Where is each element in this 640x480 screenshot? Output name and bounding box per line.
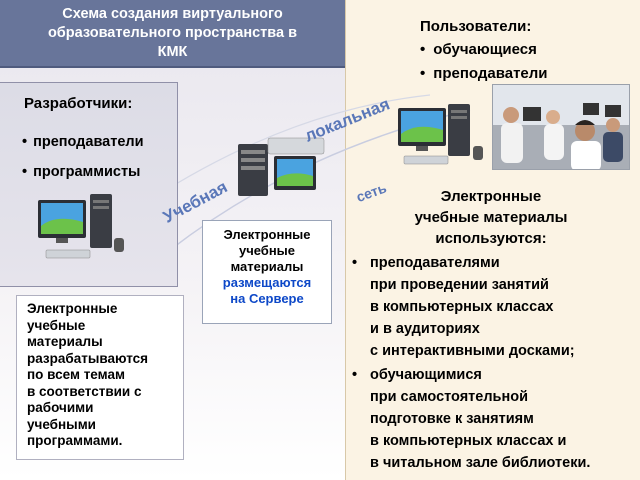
uses-title-line: используются: xyxy=(435,230,547,247)
classroom-photo xyxy=(492,84,630,170)
uses-item-line: в компьютерных классах xyxy=(370,299,554,315)
uses-list: преподавателями при проведении занятий в… xyxy=(352,252,637,476)
user-item: преподаватели xyxy=(420,62,547,86)
uses-title: Электронные учебные материалы используют… xyxy=(350,186,632,249)
server-icon xyxy=(238,137,325,196)
uses-title-line: учебные материалы xyxy=(414,209,568,226)
uses-item-line: при проведении занятий xyxy=(370,277,549,293)
develop-note: Электронные учебные материалы разрабатыв… xyxy=(16,295,184,460)
server-note-line: Электронные xyxy=(223,227,311,242)
server-note-line: учебные xyxy=(238,243,296,258)
uses-title-line: Электронные xyxy=(440,188,542,205)
uses-item-line: в читальном зале библиотеки. xyxy=(370,455,591,471)
uses-item-line: подготовке к занятиям xyxy=(370,411,534,427)
develop-note-line: по всем темам xyxy=(27,367,125,382)
server-note-highlight: на Сервере xyxy=(230,291,304,306)
uses-item-line: обучающимися xyxy=(370,367,482,383)
users-title: Пользователи: xyxy=(420,18,532,35)
desktop-computer-icon xyxy=(38,194,124,259)
desktop-computer-icon xyxy=(398,104,483,165)
page-title: Схема создания виртуального образователь… xyxy=(0,0,345,68)
user-item: обучающиеся xyxy=(420,38,548,62)
uses-item-line: в компьютерных классах и xyxy=(370,433,567,449)
uses-item-line: при самостоятельной xyxy=(370,389,528,405)
develop-note-line: программами. xyxy=(27,433,123,448)
develop-note-line: рабочими xyxy=(27,400,94,415)
title-line-3: КМК xyxy=(157,44,188,60)
uses-item-line: с интерактивными досками; xyxy=(370,343,575,359)
developer-item: преподаватели xyxy=(22,127,143,157)
develop-note-line: учебными xyxy=(27,416,96,432)
title-line-2: образовательного пространства в xyxy=(47,25,298,41)
uses-item-line: преподавателями xyxy=(370,255,500,271)
server-note: Электронные учебные материалы размещаютс… xyxy=(202,220,332,324)
title-line-1: Схема создания виртуального xyxy=(62,6,283,22)
uses-item-students: обучающимися при самостоятельной подгото… xyxy=(352,364,637,474)
uses-item-line: и в аудиториях xyxy=(370,321,480,337)
server-note-line: материалы xyxy=(230,259,304,274)
develop-note-line: разрабатываются xyxy=(27,350,149,366)
developer-item: программисты xyxy=(22,157,144,187)
develop-note-line: учебные xyxy=(27,317,86,333)
develop-note-line: Электронные xyxy=(27,301,118,316)
developers-list: преподаватели программисты xyxy=(22,127,144,187)
uses-item-teachers: преподавателями при проведении занятий в… xyxy=(352,252,637,362)
developers-title: Разработчики: xyxy=(24,95,133,112)
develop-note-line: в соответствии с xyxy=(27,383,142,399)
users-list: обучающиеся преподаватели xyxy=(420,38,548,86)
develop-note-line: материалы xyxy=(27,334,103,349)
server-note-highlight: размещаются xyxy=(222,275,312,290)
